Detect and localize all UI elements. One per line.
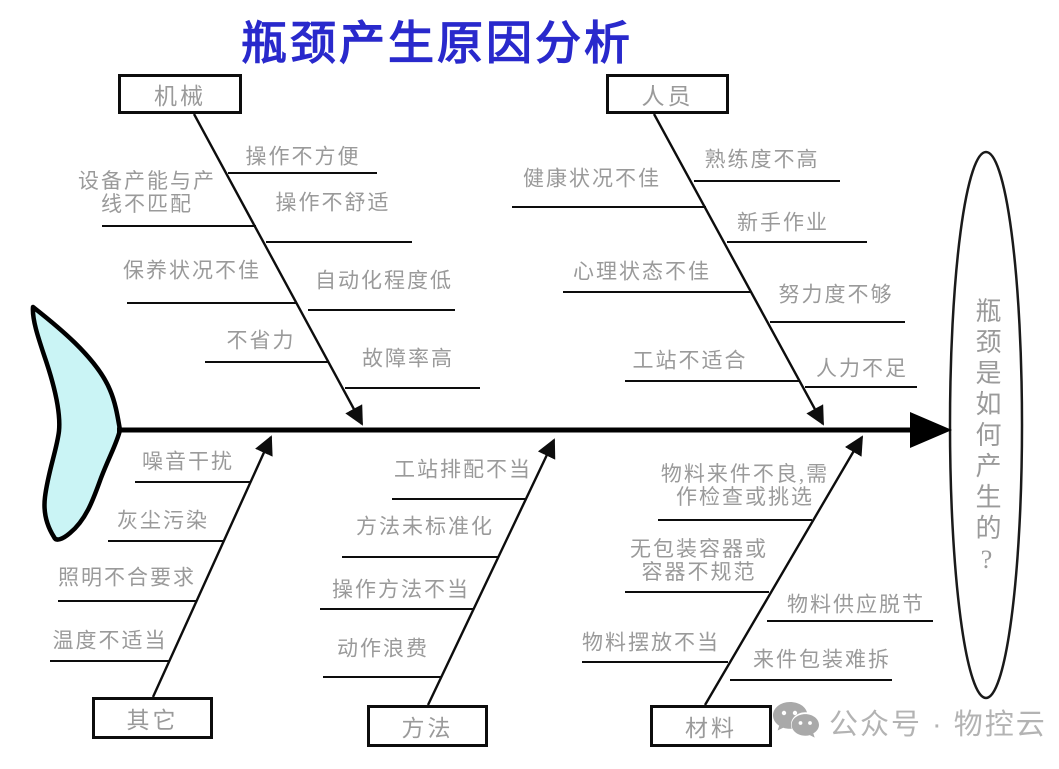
branch-line-people <box>652 113 825 426</box>
page-title: 瓶颈产生原因分析 <box>241 18 633 69</box>
cause-others-c2: 灰尘污染 <box>117 508 209 533</box>
cause-machine-c6: 不省力 <box>226 328 296 353</box>
cause-method-c1: 工站排配不当 <box>394 457 532 482</box>
cause-people-c7: 人力不足 <box>816 356 908 381</box>
cause-method-c2: 方法未标准化 <box>356 514 494 539</box>
category-label-machine: 机械 <box>154 84 206 109</box>
cause-material-c4: 物料摆放不当 <box>582 630 720 655</box>
cause-others-c4: 温度不适当 <box>52 628 168 653</box>
cause-people-c5: 努力度不够 <box>778 282 894 307</box>
branch-line-machine <box>192 113 364 426</box>
cause-machine-c7: 故障率高 <box>362 346 454 371</box>
cause-material-c5: 来件包装难拆 <box>753 647 891 672</box>
cause-people-c4: 心理状态不佳 <box>573 259 711 284</box>
cause-material-c2: 无包装容器或 容器不规范 <box>630 536 768 584</box>
cause-machine-c4: 保养状况不佳 <box>123 258 261 283</box>
fish-tail-shape <box>30 304 123 542</box>
watermark-text: 公众号 · 物控云 <box>829 709 1047 741</box>
cause-method-c4: 动作浪费 <box>337 636 429 661</box>
cause-material-c1: 物料来件不良,需 作检查或挑选 <box>660 461 830 509</box>
cause-machine-c2: 设备产能与产 线不匹配 <box>78 168 216 216</box>
cause-machine-c5: 自动化程度低 <box>315 268 453 293</box>
branch-line-material <box>703 435 864 706</box>
category-box-material: 材料 <box>650 705 772 747</box>
fish-head-ellipse <box>948 150 1024 700</box>
category-box-people: 人员 <box>606 74 729 114</box>
branch-line-others <box>151 435 273 698</box>
cause-people-c6: 工站不适合 <box>632 348 748 373</box>
cause-material-c2-line1: 无包装容器或 <box>630 536 768 561</box>
cause-others-c1: 噪音干扰 <box>142 449 234 474</box>
category-box-machine: 机械 <box>118 74 242 114</box>
cause-machine-c3: 操作不舒适 <box>275 190 391 215</box>
category-label-others: 其它 <box>126 708 179 733</box>
cause-machine-c2-line1: 设备产能与产 <box>78 168 216 193</box>
cause-material-c3: 物料供应脱节 <box>787 592 925 617</box>
spine-arrowhead <box>910 412 952 448</box>
cause-material-c1-line2: 作检查或挑选 <box>676 485 814 509</box>
category-label-people: 人员 <box>641 84 694 109</box>
branch-line-method <box>426 438 556 706</box>
category-label-method: 方法 <box>401 716 454 741</box>
cause-people-c2: 熟练度不高 <box>704 147 820 172</box>
cause-material-c2-line2: 容器不规范 <box>641 560 757 584</box>
watermark: 公众号 · 物控云 <box>772 700 1047 744</box>
cause-method-c3: 操作方法不当 <box>332 577 470 602</box>
cause-people-c1: 健康状况不佳 <box>523 166 661 191</box>
cause-material-c1-line1: 物料来件不良,需 <box>660 461 830 486</box>
cause-machine-c1: 操作不方便 <box>245 144 361 169</box>
wechat-icon <box>773 702 819 738</box>
category-box-method: 方法 <box>367 705 488 747</box>
cause-others-c3: 照明不合要求 <box>58 565 196 590</box>
fish-head-question: 瓶颈是如何产生的? <box>972 297 1001 579</box>
cause-machine-c2-line2: 线不匹配 <box>101 192 193 216</box>
category-box-others: 其它 <box>92 697 213 739</box>
cause-underlines <box>50 172 933 681</box>
category-label-material: 材料 <box>685 716 737 741</box>
cause-people-c3: 新手作业 <box>737 210 829 235</box>
